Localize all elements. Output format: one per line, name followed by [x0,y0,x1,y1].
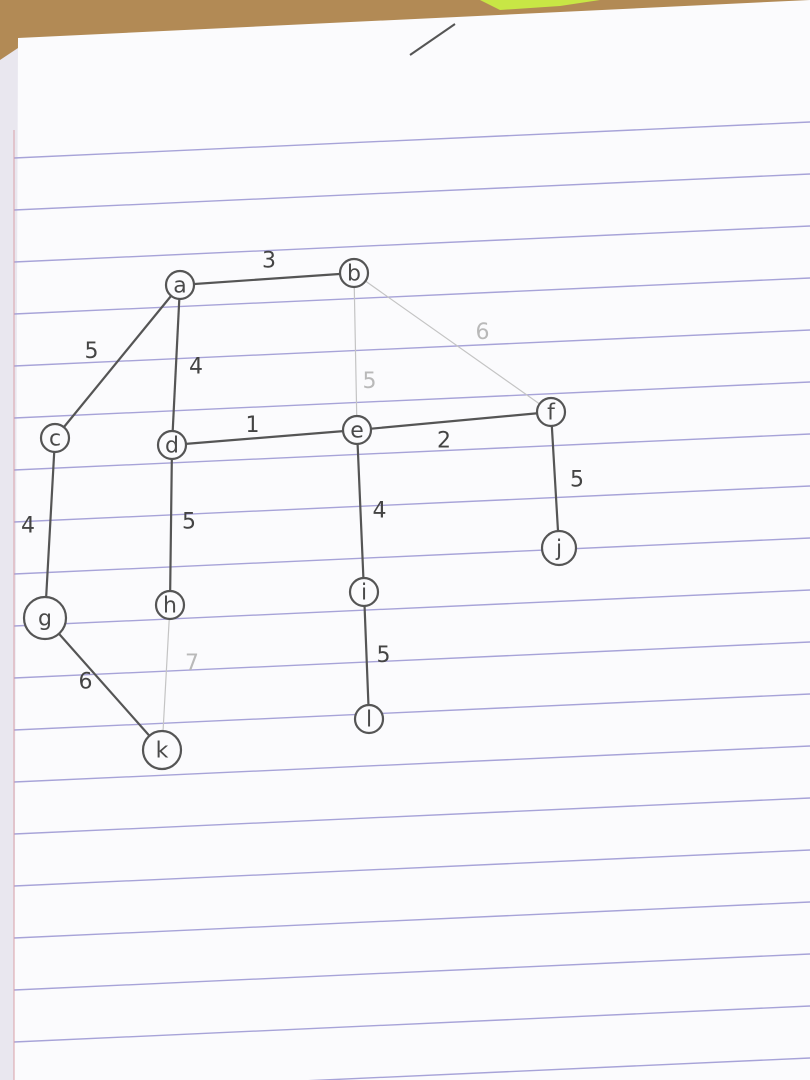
node-circle-b [338,257,370,289]
edge-e-i [355,428,366,594]
edge-weight-g-k: 6 [79,670,93,695]
edge-d-e [170,428,359,447]
ruled-line [13,797,810,835]
edge-a-b [178,271,356,287]
ruled-line [13,641,810,679]
edge-weight-h-k: 7 [185,651,199,676]
ruled-line [13,849,810,887]
edge-weight-d-e: 1 [246,413,260,438]
edge-a-c [53,283,182,440]
edge-weight-a-d: 4 [189,355,203,380]
ruled-line [308,1057,810,1080]
ruled-line [13,953,810,991]
ruled-line [13,745,810,783]
node-i: i [348,576,380,608]
ruled-line [13,901,810,939]
node-g: g [22,595,68,641]
edge-h-k [161,604,171,751]
edge-weight-e-i: 4 [373,499,387,524]
graph-edge-weights: 3 5 4 5 6 1 2 4 5 4 5 6 5 7 [21,249,584,695]
node-circle-g [22,595,68,641]
node-h: h [154,589,186,621]
node-label-b: b [347,262,361,287]
notebook-page [14,0,810,1080]
node-circle-j [540,529,578,567]
node-l: l [353,703,385,735]
node-label-c: c [49,427,61,452]
node-f: f [535,396,567,428]
node-circle-c [39,422,71,454]
graph-nodes: a b c d e f g h i j k l [22,257,578,771]
edge-g-k [43,616,164,752]
node-circle-f [535,396,567,428]
edge-weight-i-l: 5 [377,643,391,668]
ruled-line [13,433,810,471]
node-label-e: e [350,419,364,444]
ruled-line [13,537,810,575]
edge-e-f [355,410,553,432]
node-e: e [341,414,373,446]
ruled-line [13,121,810,159]
green-object [480,0,600,10]
node-label-k: k [156,739,169,764]
node-label-i: i [361,581,367,606]
node-circle-k [141,729,183,771]
edge-b-f [353,272,552,413]
node-d: d [156,429,188,461]
pen-mark [409,23,456,56]
graph-edges [43,271,561,752]
node-circle-l [353,703,385,735]
ruled-line [13,1005,810,1043]
node-label-j: j [555,537,562,562]
node-circle-a [164,269,196,301]
edge-c-g [43,436,57,620]
node-circle-h [154,589,186,621]
edge-f-j [549,410,561,550]
ruled-line [13,381,810,419]
ruled-line [13,173,810,211]
edge-weight-b-f: 6 [476,320,490,345]
ruled-line [13,329,810,367]
edge-weight-a-c: 5 [85,339,99,364]
edge-a-d [170,283,182,447]
edge-weight-a-b: 3 [262,249,276,274]
node-label-h: h [163,594,177,619]
node-a: a [164,269,196,301]
edge-weight-d-h: 5 [182,510,196,535]
node-label-d: d [165,434,179,459]
node-circle-i [348,576,380,608]
edge-weight-e-f: 2 [437,429,451,454]
node-label-l: l [366,708,372,733]
edge-weight-c-g: 4 [21,514,35,539]
ruled-lines [13,121,810,1080]
node-label-a: a [173,274,186,299]
edge-i-l [362,590,371,721]
edge-b-e [353,272,358,431]
node-label-f: f [547,401,556,426]
ruled-line [13,693,810,731]
node-j: j [540,529,578,567]
node-k: k [141,729,183,771]
node-label-g: g [38,607,52,632]
node-c: c [39,422,71,454]
edge-weight-f-j: 5 [570,468,584,493]
ruled-line [13,485,810,523]
ruled-line [13,225,810,263]
node-b: b [338,257,370,289]
edge-d-h [168,443,174,607]
ruled-line [13,589,810,627]
node-circle-e [341,414,373,446]
edge-weight-b-e: 5 [363,369,377,394]
node-circle-d [156,429,188,461]
ruled-line [13,277,810,315]
